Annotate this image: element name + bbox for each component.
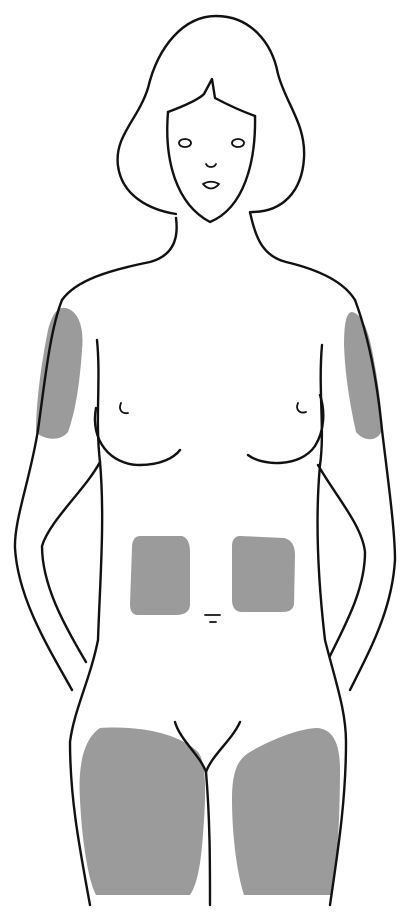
inner-leg-line [206,772,210,905]
navel [205,615,220,622]
breast-right [248,395,323,463]
hair-outline [118,16,305,214]
mouth [203,182,219,189]
neck-shoulders [62,212,355,300]
arm-left-inner [42,462,100,662]
hair-bangs [168,79,255,116]
arm-right-inner [318,465,365,656]
head [118,16,305,222]
nipple-left [120,403,128,413]
nose [206,164,216,167]
shaded-abdomen-left [130,536,190,615]
shaded-thigh-left [80,728,206,895]
shaded-upper-arm-left [36,308,82,439]
shaded-upper-arm-right [344,312,382,439]
shaded-thigh-right [232,728,340,895]
neck-shoulder-left [62,218,177,300]
shaded-abdomen-right [232,536,295,612]
neck-shoulder-right [250,212,355,300]
nipple-right [297,403,306,413]
breast-left [95,408,180,465]
eye-left [179,139,191,147]
eye-right [232,139,244,147]
